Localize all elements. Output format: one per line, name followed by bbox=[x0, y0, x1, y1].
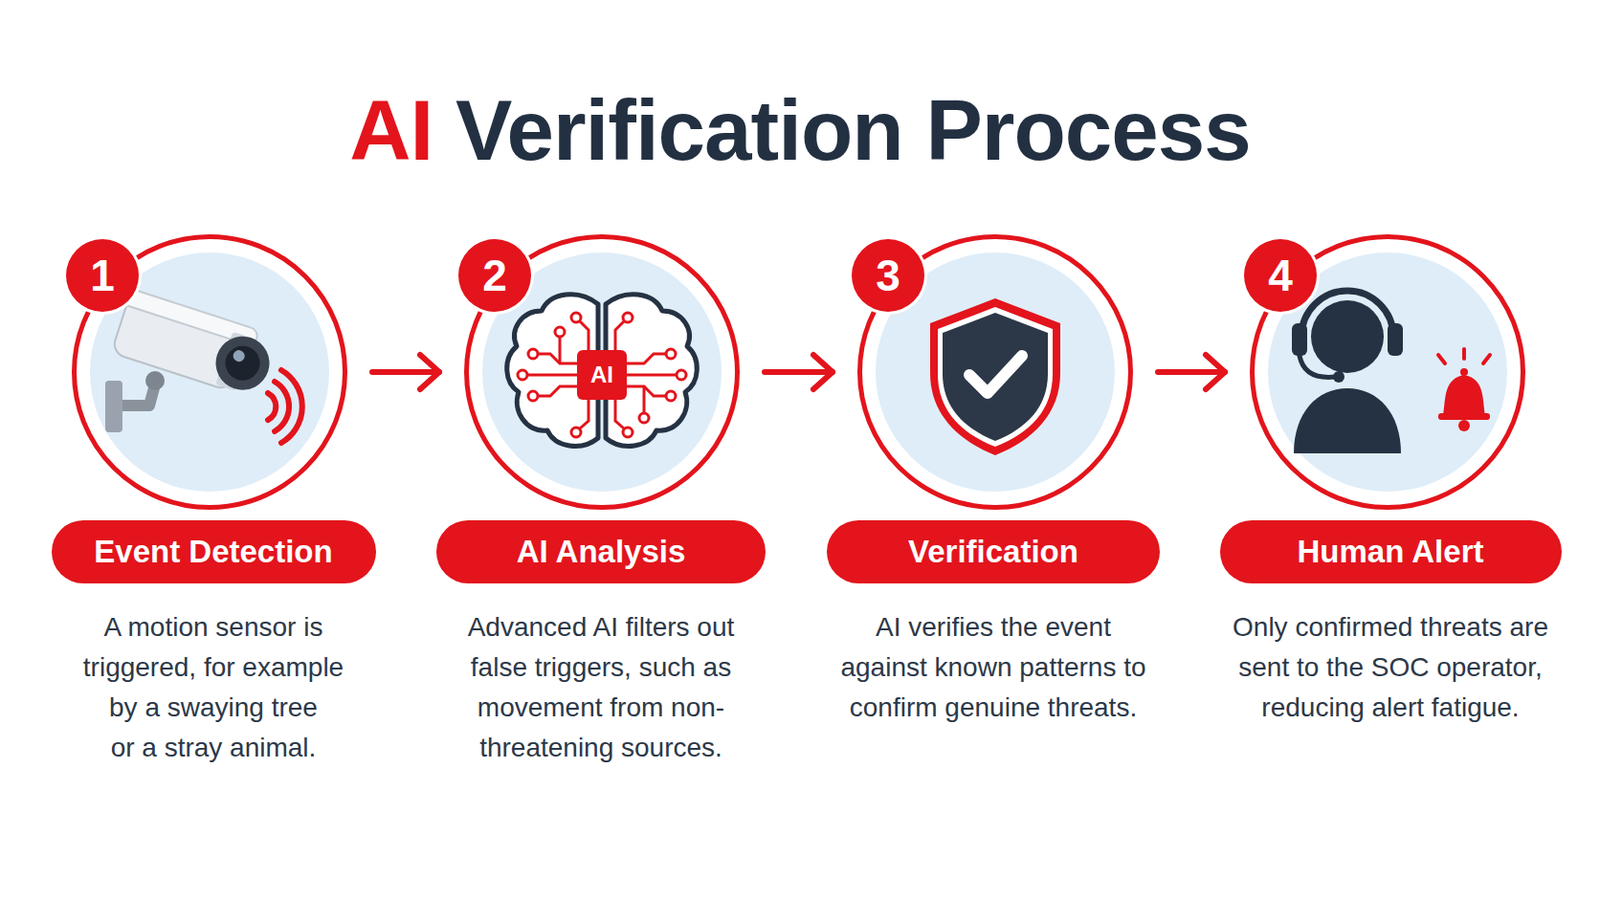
step-number: 4 bbox=[1244, 239, 1317, 312]
arrow-head bbox=[420, 355, 440, 390]
arrow-shaft bbox=[764, 369, 833, 376]
step-number: 2 bbox=[458, 239, 532, 312]
arrow-shaft bbox=[1157, 369, 1225, 376]
step-label-pill: VerificationAI verifies the event agains… bbox=[826, 520, 1160, 584]
title-row: AI Verification Process bbox=[0, 86, 1600, 176]
arrow-head bbox=[1205, 355, 1225, 390]
step-number: 3 bbox=[851, 239, 925, 312]
step-label-pill: Event DetectionA motion sensor is trigge… bbox=[51, 520, 377, 584]
step-heading: Verification bbox=[908, 533, 1079, 571]
step-label-pill: Human AlertOnly confirmed threats are se… bbox=[1220, 520, 1562, 584]
step-label-pill: AI AnalysisAdvanced AI filters out false… bbox=[436, 520, 766, 584]
step-circle: 1 bbox=[71, 234, 348, 511]
step-heading: Human Alert bbox=[1297, 533, 1485, 571]
step-circle: 3 bbox=[857, 234, 1134, 511]
step-description: A motion sensor is triggered, for exampl… bbox=[64, 607, 363, 769]
diagram-title: AI Verification Process bbox=[349, 86, 1251, 176]
step-description: AI verifies the event against known patt… bbox=[839, 607, 1148, 729]
step-number: 1 bbox=[66, 239, 139, 312]
flow-arrow bbox=[764, 355, 833, 390]
step-description: Only confirmed threats are sent to the S… bbox=[1212, 607, 1569, 729]
flow-arrow bbox=[1157, 355, 1225, 390]
chip-label: AI bbox=[577, 361, 627, 389]
arrow-head bbox=[813, 355, 833, 390]
step-circle: 4 bbox=[1249, 234, 1526, 511]
arrow-shaft bbox=[372, 369, 440, 376]
step-heading: Event Detection bbox=[93, 533, 333, 571]
step-description: Advanced AI filters out false triggers, … bbox=[438, 607, 764, 769]
step-heading: AI Analysis bbox=[516, 533, 687, 571]
flow-arrow bbox=[372, 355, 440, 390]
